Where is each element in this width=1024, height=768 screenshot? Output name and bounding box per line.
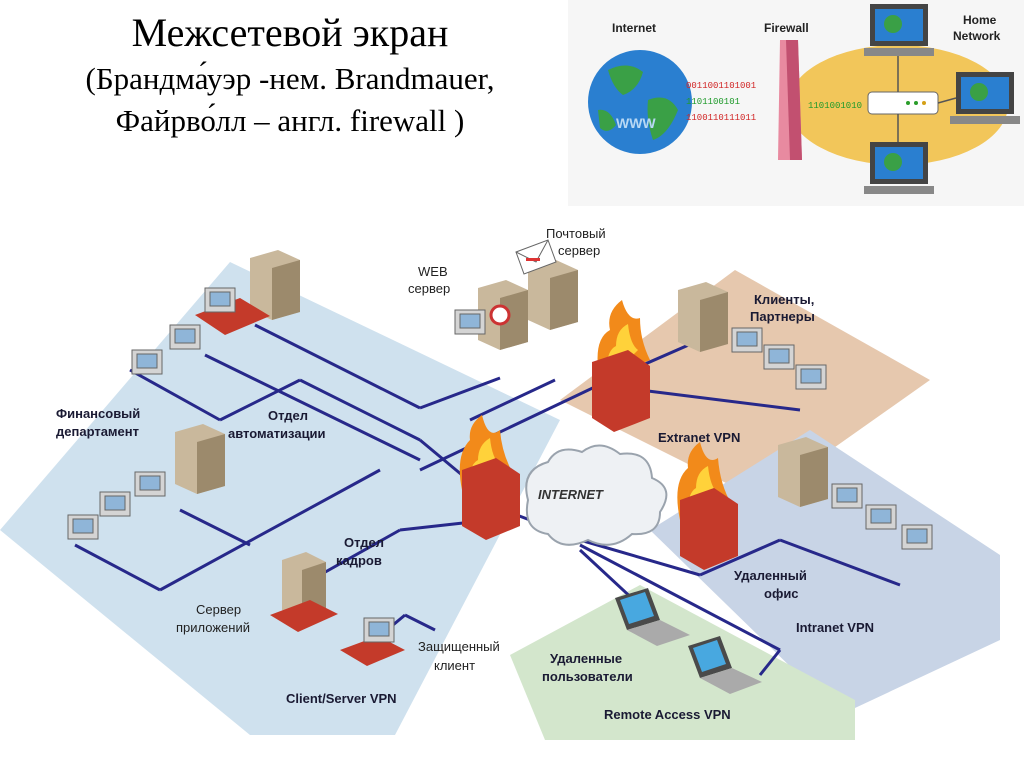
title-line-3: Файрво́лл – англ. firewall ) [115,103,465,138]
server-finance-icon [250,250,300,320]
label-remote-office-2: офис [764,586,799,601]
label-remote-office-1: Удаленный [734,568,807,583]
zone-intranet [650,430,1000,715]
bits-red-2: 1100110111011 [686,113,756,123]
workstation-icon [204,287,236,313]
label-app-server-1: Сервер [196,602,241,617]
label-mail-server-1: Почтовый [546,226,606,241]
label-remote-access-vpn: Remote Access VPN [604,707,731,722]
label-intranet-vpn: Intranet VPN [796,620,874,635]
label-hr-1: Отдел [344,535,384,550]
workstation-icon [865,504,897,530]
label-mail-server-2: сервер [558,243,600,258]
label-automation-1: Отдел [268,408,308,423]
brick-base-app-server-icon [270,600,338,632]
firewall-main-icon [459,415,520,540]
firewall-extranet-icon [592,300,650,432]
label-secure-client-1: Защищенный [418,639,500,654]
label-clients-partners-2: Партнеры [750,309,815,324]
workstation-icon [134,471,166,497]
server-partners-icon [678,282,728,352]
inset-home-label-2: Network [953,29,1001,43]
zone-remote-access [510,585,855,740]
title-block: Межсетевой экран (Брандма́уэр -нем. Bran… [0,8,580,142]
title-line-2: (Брандма́уэр -нем. Brandmauer, [85,61,495,96]
inset-firewall-label: Firewall [764,21,809,35]
bits-red-1: 0011001101001 [686,81,756,91]
label-hr-2: кадров [336,553,382,568]
workstation-icon [731,327,763,353]
workstation-icon [169,324,201,350]
label-client-server-vpn: Client/Server VPN [286,691,397,706]
label-remote-users-1: Удаленные [550,651,622,666]
label-finance-1: Финансовый [56,406,140,421]
label-automation-2: автоматизации [228,426,326,441]
workstations [67,287,933,643]
internet-cloud-icon [525,444,668,546]
workstation-icon [99,491,131,517]
laptop-icon-2 [688,636,762,694]
home-computer-3-icon [864,142,934,194]
workstation-icon [831,483,863,509]
zone-corporate [0,262,560,735]
home-computer-2-icon [950,72,1020,124]
workstation-icon [67,514,99,540]
router-icon [867,91,939,115]
bits-green: 1101100101 [686,97,740,107]
label-remote-users-2: пользователи [542,669,633,684]
label-web-server-1: WEB [418,264,448,279]
envelope-icon [515,239,557,275]
globe-www-text: WWW [616,115,656,131]
bits-right: 1101001010 [808,101,862,111]
network-lines [74,323,901,676]
workstation-icon [454,309,486,335]
inset-home-label-1: Home [963,13,997,27]
label-finance-2: департамент [56,424,139,439]
laptop-icon-1 [615,588,690,646]
home-computer-1-icon [864,4,934,56]
server-automation-icon [175,424,225,494]
mail-server-icon [528,260,578,330]
zone-extranet [560,270,930,500]
label-clients-partners-1: Клиенты, [754,292,814,307]
inset-internet-label: Internet [612,21,656,35]
label-internet: INTERNET [538,487,604,502]
workstation-icon [131,349,163,375]
brick-base-secure-client-icon [340,636,405,666]
workstation-icon [795,364,827,390]
label-secure-client-2: клиент [434,658,475,673]
label-web-server-2: сервер [408,281,450,296]
web-server-icon [478,280,528,350]
label-extranet-vpn: Extranet VPN [658,430,740,445]
workstation-icon [363,617,395,643]
brick-base-finance-icon [195,298,270,335]
server-remote-office-icon [778,437,828,507]
workstation-icon [901,524,933,550]
firewall-wall-icon [778,40,802,160]
label-app-server-2: приложений [176,620,250,635]
page-title: Межсетевой экран [131,10,449,55]
workstation-icon [763,344,795,370]
firewall-intranet-icon [677,442,738,570]
firewall-inset-illustration: WWW 0011001101001 1101100101 11001101110… [568,0,1024,206]
globe-icon: WWW [588,50,692,154]
